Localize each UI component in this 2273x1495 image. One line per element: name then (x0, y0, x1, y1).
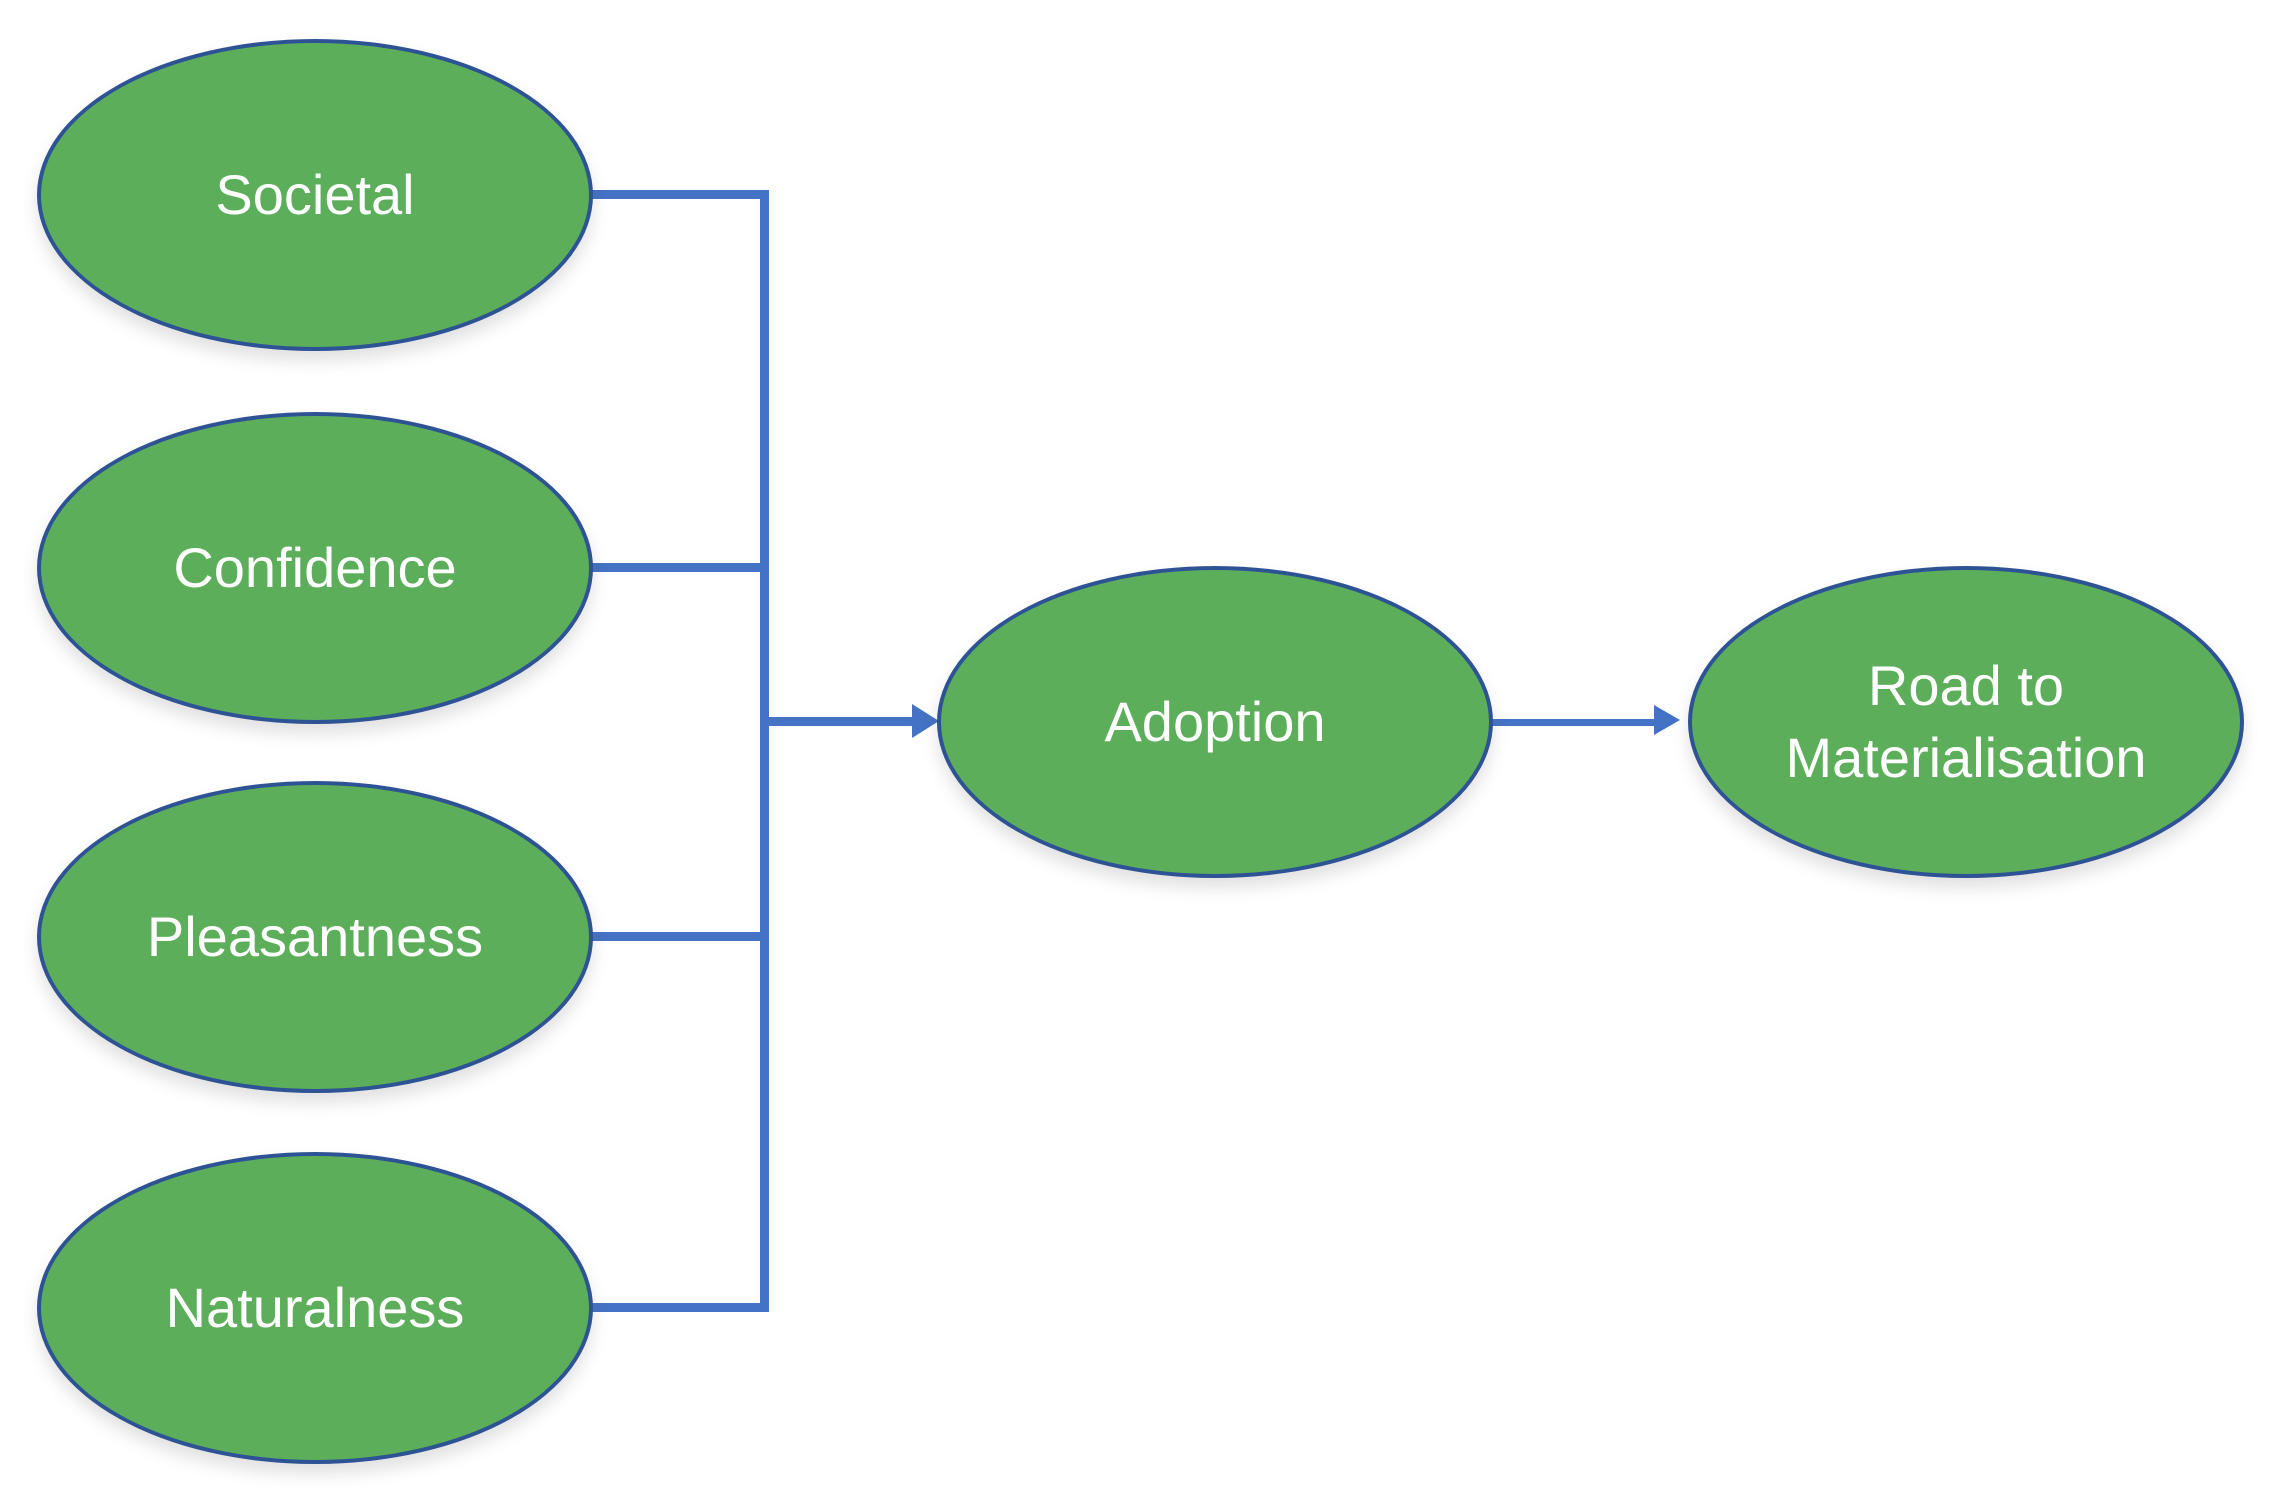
node-pleasantness: Pleasantness (37, 781, 593, 1093)
node-naturalness-label: Naturalness (165, 1276, 465, 1340)
connector-pleasantness-to-spine (588, 932, 769, 941)
arrow-adoption-to-road-shaft (1489, 719, 1656, 726)
node-road-to-materialisation: Road to Materialisation (1688, 566, 2244, 878)
connector-vertical-spine (760, 190, 769, 1312)
node-societal: Societal (37, 39, 593, 351)
node-confidence: Confidence (37, 412, 593, 724)
connector-societal-to-spine (585, 190, 769, 199)
arrow-spine-to-adoption-head-icon (912, 704, 939, 738)
arrow-adoption-to-road-head-icon (1654, 705, 1680, 735)
connector-naturalness-to-spine (588, 1303, 769, 1312)
node-confidence-label: Confidence (173, 536, 457, 600)
node-adoption: Adoption (937, 566, 1493, 878)
node-road-to-materialisation-label: Road to Materialisation (1785, 654, 2147, 789)
arrow-spine-to-adoption-shaft (764, 717, 914, 726)
node-pleasantness-label: Pleasantness (146, 905, 484, 969)
node-naturalness: Naturalness (37, 1152, 593, 1464)
node-adoption-label: Adoption (1104, 690, 1326, 754)
node-societal-label: Societal (215, 163, 415, 227)
connector-confidence-to-spine (588, 563, 769, 572)
